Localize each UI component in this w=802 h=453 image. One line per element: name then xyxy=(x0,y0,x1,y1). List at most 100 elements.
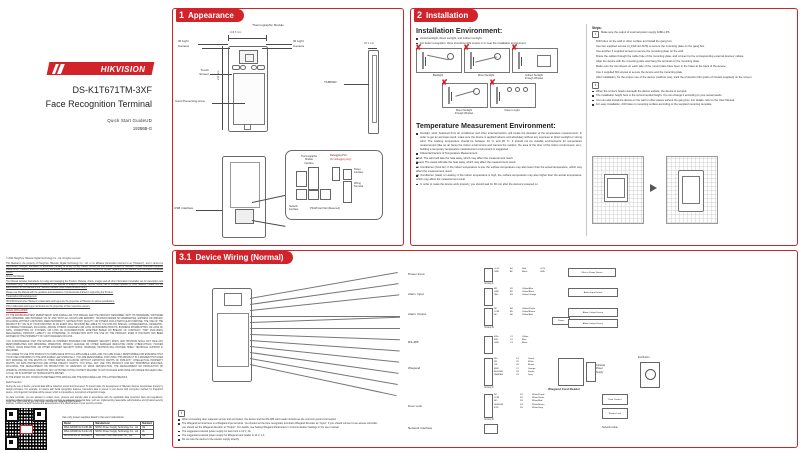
env-card-direct-sunlight: ✘ Direct Sunlight xyxy=(463,44,510,80)
label-network-interface: Network Interface xyxy=(289,205,299,212)
installation-steps-block: Steps: Make sure the output of external … xyxy=(592,26,794,108)
temp-bullet: Wind: The wind will take the heat away, … xyxy=(416,157,582,161)
device-back-view xyxy=(222,156,266,238)
terminal-ids-alarm-output: B4 B5 B6 xyxy=(510,308,513,318)
appearance-panel xyxy=(172,8,404,246)
wall-shape xyxy=(448,87,450,105)
pin-wire: Yellow/Blue xyxy=(522,288,534,290)
group-name-wiegand: Wiegand xyxy=(408,366,421,370)
pin-signal: COM xyxy=(494,397,500,400)
pin-terminal: B2 xyxy=(510,291,513,294)
functions-group-a: +12V GND xyxy=(540,268,545,274)
label-card-presenting-area: Card Presenting Area xyxy=(175,99,205,103)
pin-list-alarm-output: NC COM NO xyxy=(494,308,499,318)
env-bullet: Avoid backlight, direct sunlight, and in… xyxy=(416,37,582,41)
legal-p-10: YOU ACKNOWLEDGE THAT THE NATURE OF INTER… xyxy=(6,340,163,352)
device-door-contact: Door Contact xyxy=(602,394,628,405)
section-title: Appearance xyxy=(188,10,234,20)
pin-terminal: D5 xyxy=(520,406,523,409)
pin-signal: NO xyxy=(494,314,498,317)
dimension-depth: 26.1 mm xyxy=(364,42,375,45)
pin-signal: W0 xyxy=(494,358,498,360)
installation-divider xyxy=(586,24,587,236)
device-alarm-output-2: Alarm Output Device xyxy=(568,319,618,328)
wiring-note: The Wiegand terminal here is a Wiegand i… xyxy=(178,422,378,429)
person-shape xyxy=(425,57,427,67)
step-item: Drill holes on the wall or other surface… xyxy=(596,39,673,43)
env-cards-row-1: ✘ Backlight ✘ Direct Sunlight xyxy=(415,44,582,81)
legal-p-12: IN THE EVENT OF ANY CONFLICTS BETWEEN TH… xyxy=(6,377,128,380)
temp-bullet: Sunlight, wind, heat/cool from air condi… xyxy=(416,132,582,152)
legal-p-0: © 2020 Hangzhou Hikvision Digital Techno… xyxy=(6,258,81,260)
mounting-illustration xyxy=(588,150,792,262)
person-shape xyxy=(473,57,475,67)
pin-signal: TAMPER xyxy=(494,373,503,376)
debugging-port-port xyxy=(332,167,340,181)
mounted-device-screen xyxy=(682,176,700,204)
label-ir-light-right: IR Light xyxy=(293,39,304,43)
pin-list-door-lock: NC COM NO SENSOR BTN xyxy=(494,394,503,410)
terminal-block-rs485 xyxy=(484,336,493,354)
section-tab-appearance: 1 Appearance xyxy=(176,9,244,22)
sun-icon xyxy=(473,88,480,96)
pin-wire: White xyxy=(528,361,534,364)
install-note: The installation height here is the reco… xyxy=(592,94,794,98)
optional-power-supply-box xyxy=(586,362,596,382)
interface-detail-callout: Thermographic Module Interface Debugging… xyxy=(285,150,383,220)
guide-uid: UD xyxy=(145,118,152,123)
detail-block-b xyxy=(320,189,331,200)
legal-p-6: HIKVISION and other Hikvision's trademar… xyxy=(6,300,115,303)
section-tab-wiring: 3.1 Device Wiring (Normal) xyxy=(176,251,294,264)
hikvision-logo: HIKVISION xyxy=(46,62,155,75)
legal-p-8: LEGAL DISCLAIMER xyxy=(6,310,28,313)
pin-signal: OK xyxy=(494,364,498,367)
label-power-interface: Power Interface xyxy=(354,168,364,175)
pin-terminal: C3 xyxy=(510,342,513,345)
pin-signal: GND xyxy=(494,291,499,294)
dimension-height: 232 mm xyxy=(217,70,220,80)
env-illustration: ✘ xyxy=(489,79,536,109)
install-note: For easy installation, drill holes on mo… xyxy=(592,103,794,107)
light-ray xyxy=(475,56,497,63)
label-debugging-port-sub: (for debugging only) xyxy=(330,158,352,161)
forbidden-x-icon: ✘ xyxy=(441,78,448,88)
pin-terminal: C1 xyxy=(510,336,513,338)
pin-wire: Blue xyxy=(522,339,527,342)
label-exit-button: Exit Button xyxy=(638,356,650,359)
pin-func: +12V xyxy=(540,268,546,270)
label-thermographic-module-interface: Thermographic Module Interface xyxy=(300,155,318,165)
env-card-label: Indirect Sunlight through Window xyxy=(524,74,544,81)
label-camera-right: Camera xyxy=(293,44,305,48)
wiring-note: Do not wire the device to the electric s… xyxy=(178,438,378,442)
temp-bullet: Air Conditioner (Heat) or Heating: If th… xyxy=(416,174,582,182)
pin-list-rs485: 485+ 485- GND xyxy=(494,336,499,346)
pin-wire: Black xyxy=(522,271,528,274)
env-card-close-to-light: ✘ Close to Light xyxy=(489,79,536,115)
terminal-ids-group-a: A1 A2 xyxy=(510,268,513,274)
env-card-label: Direct Sunlight through Window xyxy=(454,108,474,115)
terminal-ids-rs485: C1 C2 C3 xyxy=(510,336,513,346)
pin-terminal: B4 xyxy=(510,308,513,310)
wall-shape xyxy=(422,52,424,70)
legal-p-15: As data controller, you are advised to c… xyxy=(6,397,163,406)
model-number: DS-K1T671TM-3XF xyxy=(72,85,152,95)
install-note: You can also install the device on the w… xyxy=(592,99,794,103)
steps-heading: Steps: xyxy=(592,26,602,30)
group-name-alarm-output: Alarm Output xyxy=(408,312,427,316)
device-electric-lock: Electric Lock xyxy=(602,408,628,419)
light-ray xyxy=(427,55,449,61)
group-label-b: Group B xyxy=(484,326,494,329)
exit-button-illustration xyxy=(640,362,660,388)
person-shape xyxy=(451,92,453,102)
info-icon xyxy=(592,81,599,89)
pin-terminal: A2 xyxy=(510,271,513,274)
supply-table-caption: Use only power supplies listed in the us… xyxy=(62,416,125,419)
pin-wire: Gray xyxy=(528,373,533,376)
legal-p-2: About this Manual xyxy=(6,276,25,279)
label-network-cable: Network Cable xyxy=(602,426,618,429)
network-port xyxy=(484,424,498,434)
device-front-view xyxy=(228,46,268,132)
label-debugging-port: Debugging Port xyxy=(330,154,347,157)
pin-terminal: B3 xyxy=(510,294,513,297)
pin-terminal: C5 xyxy=(516,361,519,364)
